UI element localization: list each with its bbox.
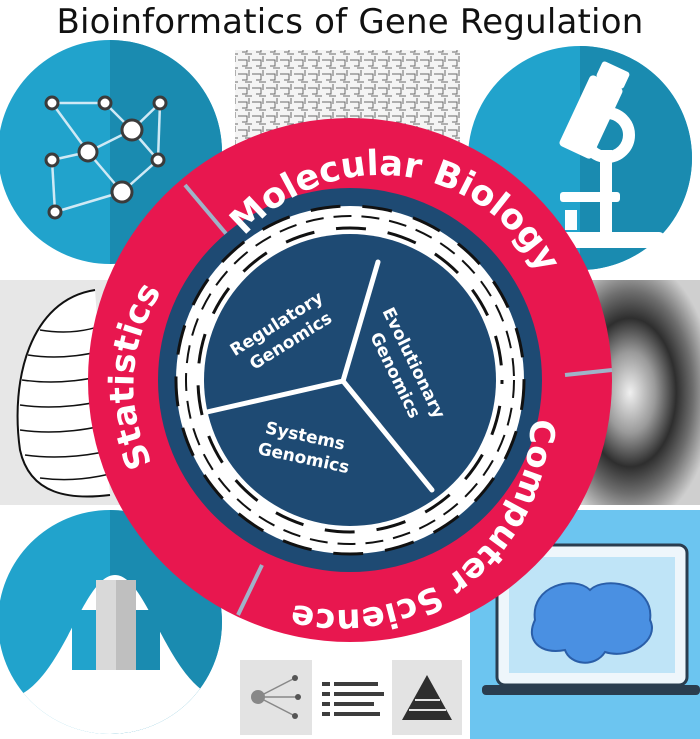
inner-disc (204, 234, 496, 526)
segment-divider (204, 378, 346, 415)
page-title: Bioinformatics of Gene Regulation (56, 2, 644, 42)
decision-tree-icon (240, 660, 312, 735)
segment-divider (340, 259, 381, 384)
laptop-brain-icon (470, 510, 700, 739)
pyramid-icon (392, 660, 462, 735)
segment-divider (340, 378, 435, 493)
ring-divider (564, 368, 613, 377)
dna-helix-icon (174, 204, 526, 556)
ring-divider (236, 564, 264, 616)
ring-divider (183, 183, 230, 238)
bar-list-icon (322, 682, 384, 716)
